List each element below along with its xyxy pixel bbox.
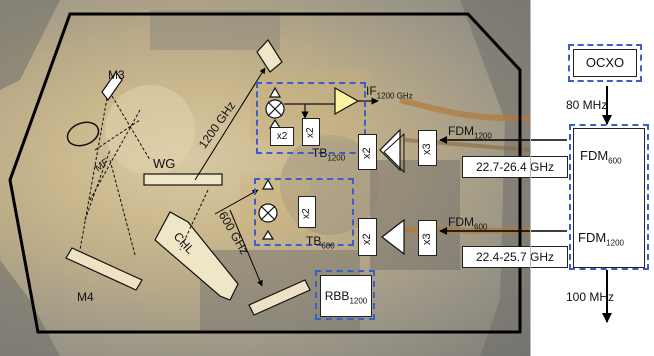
multiplier-x2-e: x2 xyxy=(358,218,377,256)
lens-ellipse xyxy=(66,121,100,147)
multiplier-x2-b: x2 xyxy=(302,118,320,146)
path-600-arrow xyxy=(214,189,259,215)
if-sub: 1200 GHz xyxy=(376,91,413,101)
fdm1200-in-main: FDM xyxy=(448,124,474,138)
path-1200-arrow xyxy=(194,67,266,181)
group-box-fdm xyxy=(569,124,649,270)
mixer-1200-group xyxy=(265,86,379,129)
fdm600-in-sub: 600 xyxy=(474,222,488,232)
label-m3: M3 xyxy=(108,68,125,82)
rbb-label: RBB xyxy=(324,289,350,303)
multiplier-label: x3 xyxy=(421,143,433,155)
multiplier-x3-a: x3 xyxy=(418,130,437,166)
if-main: IF xyxy=(366,84,377,98)
label-tb600: TB600 xyxy=(306,234,335,250)
path-600-down-arrow xyxy=(229,209,263,287)
group-box-600 xyxy=(254,178,354,246)
multiplier-label: x2 xyxy=(276,131,288,142)
band-box-1200: 22.7-26.4 GHz xyxy=(462,156,568,178)
panel-divider xyxy=(530,0,531,356)
group-box-ocxo xyxy=(568,44,642,82)
amp-600 xyxy=(381,218,405,256)
ocxo-label: OCXO xyxy=(585,55,625,70)
label-m4: M4 xyxy=(77,290,94,304)
fdm1200-main: FDM xyxy=(578,230,607,245)
band-1200-label: 22.7-26.4 GHz xyxy=(475,160,555,174)
group-box-1200 xyxy=(256,82,366,154)
label-wg: WG xyxy=(153,156,176,171)
label-fdm1200-in: FDM1200 xyxy=(448,124,492,140)
fdm1200-in-sub: 1200 xyxy=(474,131,492,141)
bench-outline xyxy=(8,12,522,334)
waveguide-bar xyxy=(143,173,223,186)
multiplier-x2-a: x2 xyxy=(270,127,294,146)
fdm1200-label-right: FDM1200 xyxy=(578,230,624,248)
rbb-sub: 1200 xyxy=(349,296,368,306)
multiplier-label: x2 xyxy=(361,233,373,245)
multiplier-x2-c: x2 xyxy=(358,134,377,170)
freq-80mhz: 80 MHz xyxy=(566,98,608,112)
amp-1200 xyxy=(379,128,401,172)
ocxo-box: OCXO xyxy=(573,49,637,77)
mirror-top xyxy=(256,39,283,73)
tb1200-main: TB xyxy=(312,146,328,160)
corrugated-horn xyxy=(154,211,239,301)
label-tb1200: TB1200 xyxy=(312,146,345,162)
multiplier-x2-d: x2 xyxy=(298,196,316,228)
mirror-m3 xyxy=(101,70,123,102)
tb600-sub: 600 xyxy=(321,241,335,251)
beam-paths xyxy=(79,95,209,256)
mixer-600-group xyxy=(258,178,278,240)
band-600-label: 22.4-25.7 GHz xyxy=(475,250,555,264)
fdm-box xyxy=(573,128,645,268)
fdm600-main: FDM xyxy=(580,148,609,163)
fdm600-in-main: FDM xyxy=(448,215,474,229)
fdm1200-sub: 1200 xyxy=(606,238,624,248)
band-box-600: 22.4-25.7 GHz xyxy=(462,246,568,268)
mirror-m4 xyxy=(65,247,143,291)
multiplier-label: x2 xyxy=(301,208,312,219)
multiplier-label: x3 xyxy=(421,233,433,245)
fdm600-label-right: FDM600 xyxy=(580,148,622,166)
freq-100mhz: 100 MHz xyxy=(566,290,615,304)
label-if: IF1200 GHz xyxy=(366,84,413,100)
fdm600-sub: 600 xyxy=(608,156,622,166)
multiplier-label: x2 xyxy=(305,127,316,138)
group-box-rbb xyxy=(315,270,375,320)
multiplier-x3-b: x3 xyxy=(418,220,437,256)
rbb-box: RBB1200 xyxy=(320,275,372,317)
label-fdm600-in: FDM600 xyxy=(448,215,487,231)
multiplier-label: x2 xyxy=(361,147,373,159)
tb600-main: TB xyxy=(306,234,322,248)
tb1200-sub: 1200 xyxy=(327,153,346,163)
amp-1200-b xyxy=(383,132,405,174)
mirror-bottom xyxy=(248,279,311,316)
